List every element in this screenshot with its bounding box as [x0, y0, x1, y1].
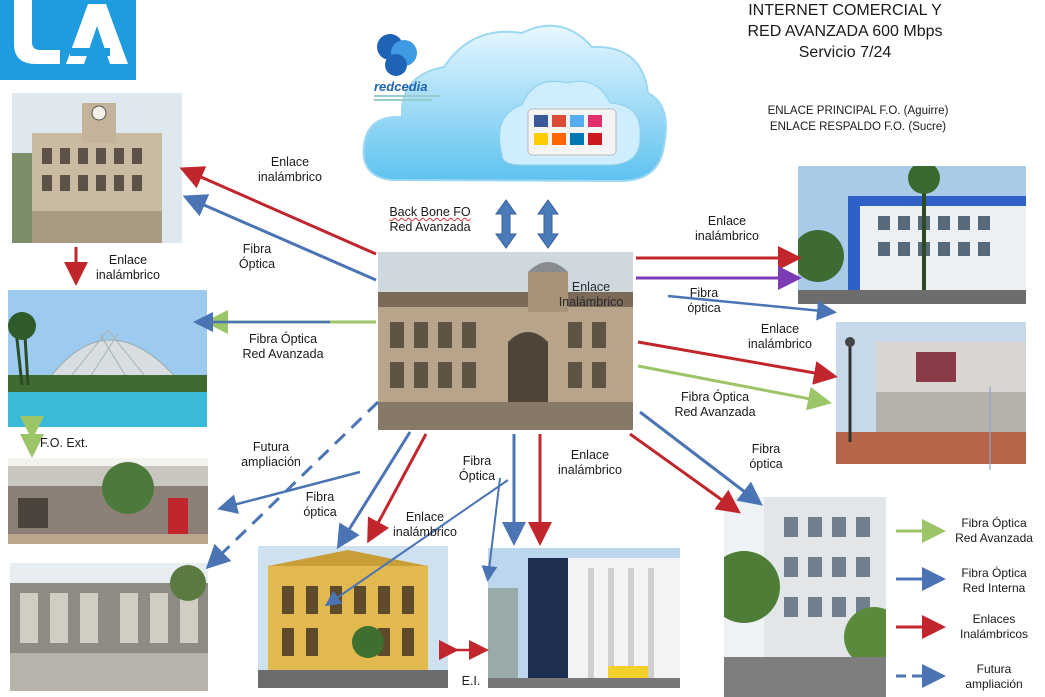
label-ei: E.I.: [461, 674, 481, 688]
label-bottom-left-wireless-1: Enlace: [405, 510, 445, 524]
label-left-fiber: Fibra óptica: [288, 490, 352, 520]
label-bottom-fiber: Fibra Óptica: [448, 454, 506, 484]
modern-building-photo: [836, 322, 1026, 464]
label-fo-ext: F.O. Ext.: [40, 436, 88, 450]
label-tl-fiber-2: Óptica: [238, 257, 276, 271]
campus-building-photo: [8, 458, 208, 544]
label-bottom-wireless-1: Enlace: [570, 448, 610, 462]
label-future: Futura ampliación: [226, 440, 316, 470]
label-center-wireless-1: Enlace: [571, 280, 611, 294]
label-r1-wireless: Enlace inalámbrico: [680, 214, 774, 244]
label-bottom-left-wireless: Enlace inalámbrico: [380, 510, 470, 540]
legend-future-line2: ampliación: [965, 677, 1023, 691]
label-left-fiber-advanced: Fibra Óptica Red Avanzada: [228, 332, 338, 362]
legend-fiber-advanced-line1: Fibra Óptica: [961, 516, 1027, 530]
header-link2: ENLACE RESPALDO F.O. (Sucre): [769, 121, 947, 133]
label-left-wireless: Enlace inalámbrico: [78, 253, 178, 283]
label-center-wireless-2: Inalámbrico: [558, 295, 624, 309]
label-left-wireless-1: Enlace: [108, 253, 148, 267]
redcedia-brand: redcedia: [374, 79, 427, 94]
label-r1-fiber-1: Fibra: [689, 286, 719, 300]
label-r2-wireless-1: Enlace: [760, 322, 800, 336]
header-line1: INTERNET COMERCIAL Y: [748, 2, 942, 19]
backbone-arrow-right: [537, 199, 559, 249]
legend-item-future: Futura ampliación: [944, 662, 1044, 692]
legend-item-wireless: Enlaces Inalámbricos: [944, 612, 1044, 642]
redcedia-cloud-image: redcedia: [352, 5, 674, 197]
label-r2-fiber-advanced: Fibra Óptica Red Avanzada: [662, 390, 768, 420]
label-r1-wireless-1: Enlace: [707, 214, 747, 228]
tall-building-photo: [724, 497, 886, 697]
label-left-fiber-advanced-1: Fibra Óptica: [248, 332, 318, 346]
header-line3: Servicio 7/24: [798, 44, 892, 61]
ua-logo: [0, 0, 136, 80]
label-future-1: Futura: [252, 440, 290, 454]
label-r1-fiber: Fibra óptica: [672, 286, 736, 316]
label-tl-wireless-2: inalámbrico: [258, 170, 322, 184]
header-title: INTERNET COMERCIAL Y RED AVANZADA 600 Mb…: [700, 0, 990, 63]
label-bottom-left-wireless-2: inalámbrico: [393, 525, 457, 539]
label-r2-fiber-advanced-1: Fibra Óptica: [680, 390, 750, 404]
ornate-building-photo: [258, 546, 448, 688]
legend-fiber-advanced-line2: Red Avanzada: [955, 531, 1033, 545]
label-future-2: ampliación: [241, 455, 301, 469]
header-link1: ENLACE PRINCIPAL F.O. (Aguirre): [767, 105, 949, 117]
label-bottom-wireless: Enlace inalámbrico: [544, 448, 636, 478]
label-bottom-wireless-2: inalámbrico: [558, 463, 622, 477]
backbone-arrow-left: [495, 199, 517, 249]
wireless-arrow-right-3: [629, 432, 741, 514]
backbone-label: Back Bone FO Red Avanzada: [370, 205, 490, 235]
label-r3-fiber-1: Fibra: [751, 442, 781, 456]
white-modern-building-photo: [488, 548, 680, 688]
label-r2-fiber-advanced-2: Red Avanzada: [674, 405, 756, 419]
label-bottom-fiber-1: Fibra: [462, 454, 492, 468]
legend-wireless-line1: Enlaces: [972, 612, 1016, 626]
courtyard-photo: [10, 563, 208, 691]
backbone-label-line1: Back Bone FO: [389, 205, 471, 219]
label-tl-fiber-1: Fibra: [242, 242, 272, 256]
label-left-fiber-advanced-2: Red Avanzada: [242, 347, 324, 361]
header-line2: RED AVANZADA 600 Mbps: [747, 23, 943, 40]
label-bottom-fiber-2: Óptica: [458, 469, 496, 483]
future-expansion-arrow: [205, 400, 380, 570]
label-left-wireless-2: inalámbrico: [96, 268, 160, 282]
label-r1-fiber-2: óptica: [687, 301, 721, 315]
label-r3-fiber-2: óptica: [749, 457, 783, 471]
legend-wireless-line2: Inalámbricos: [959, 627, 1029, 641]
blue-building-photo: [798, 166, 1026, 304]
label-tl-wireless-1: Enlace: [270, 155, 310, 169]
label-r2-wireless-2: inalámbrico: [748, 337, 812, 351]
label-tl-fiber: Fibra Óptica: [222, 242, 292, 272]
dome-photo: [8, 290, 207, 427]
label-r3-fiber: Fibra óptica: [734, 442, 798, 472]
legend-fiber-internal-line1: Fibra Óptica: [961, 566, 1027, 580]
backbone-label-line2: Red Avanzada: [389, 220, 471, 234]
main-campus-building-photo: [378, 252, 633, 430]
label-tl-wireless: Enlace inalámbrico: [240, 155, 340, 185]
legend-item-fiber-internal: Fibra Óptica Red Interna: [944, 566, 1044, 596]
legend-item-fiber-advanced: Fibra Óptica Red Avanzada: [944, 516, 1044, 546]
building-clock-tower-photo: [12, 93, 182, 243]
label-left-fiber-2: óptica: [303, 505, 337, 519]
label-r1-wireless-2: inalámbrico: [695, 229, 759, 243]
label-center-wireless: Enlace Inalámbrico: [546, 280, 636, 310]
label-left-fiber-1: Fibra: [305, 490, 335, 504]
legend-fiber-internal-line2: Red Interna: [962, 581, 1026, 595]
legend-future-line1: Futura: [976, 662, 1012, 676]
label-r2-wireless: Enlace inalámbrico: [732, 322, 828, 352]
